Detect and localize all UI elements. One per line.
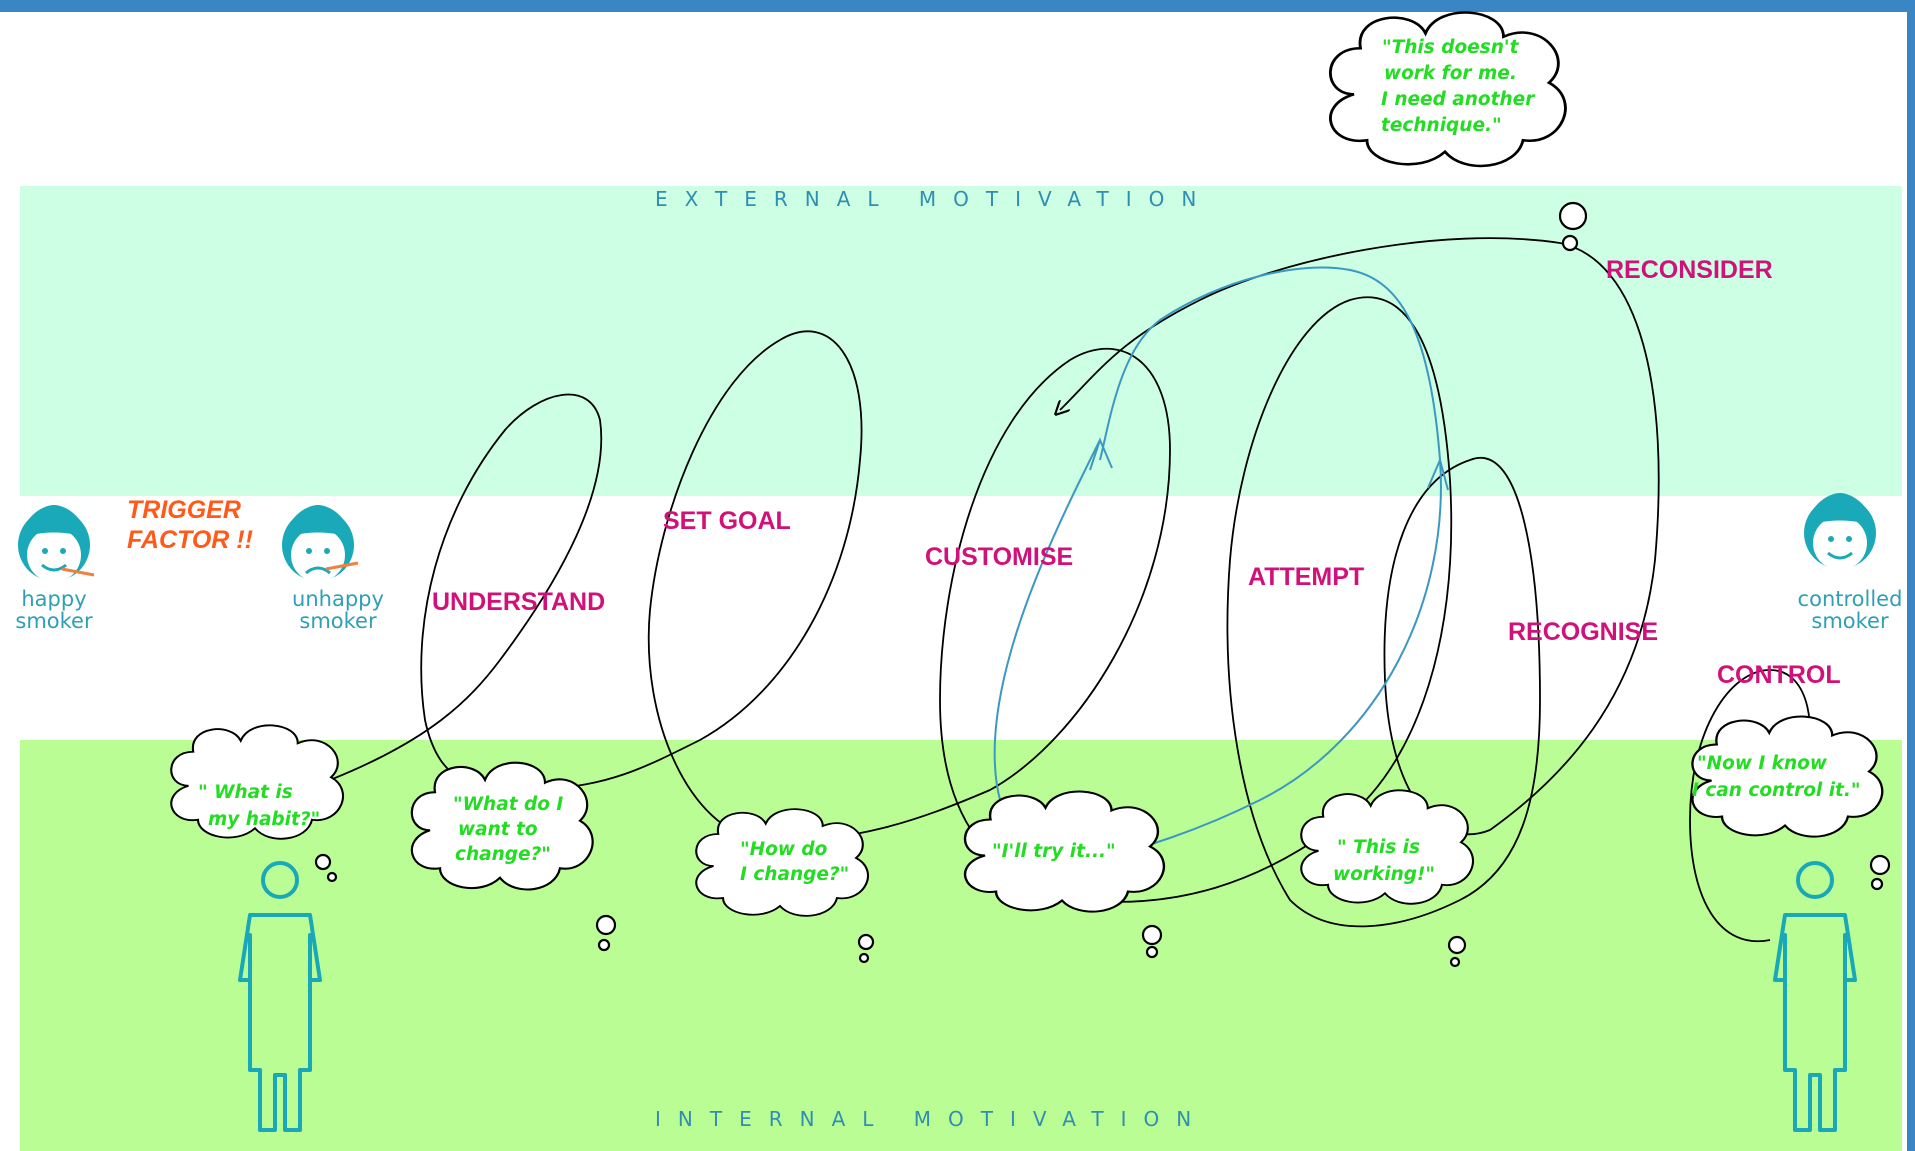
unhappy-smoker-label-line2: smoker: [299, 609, 377, 633]
thought-cloud-try: "I'll try it...": [963, 790, 1166, 959]
thought-change-line2: want to: [458, 819, 538, 840]
thought-working-line2: working!": [1333, 864, 1435, 885]
stage-control: CONTROL: [1717, 661, 1841, 689]
happy-smoker-label-line2: smoker: [15, 609, 93, 633]
thought-control-line2: I can control it.": [1692, 780, 1861, 801]
thought-how-line2: I change?": [740, 864, 849, 885]
thought-reconsider-line2: work for me.: [1384, 63, 1517, 84]
internal-motivation-label: INTERNAL MOTIVATION: [655, 1107, 1208, 1131]
thought-cloud-control: "Now I know I can control it.": [1691, 715, 1891, 891]
unhappy-smoker-face-icon: [282, 505, 359, 582]
retry-loop: [993, 266, 1449, 863]
trigger-factor-line2: FACTOR !!: [127, 526, 253, 554]
thought-cloud-change: "What do I want to change?": [410, 761, 617, 952]
happy-smoker-label-line1: happy: [21, 587, 86, 611]
thought-working-line1: " This is: [1337, 837, 1420, 858]
stage-understand: UNDERSTAND: [432, 588, 605, 616]
thought-cloud-reconsider: "This doesn't work for me. I need anothe…: [1328, 11, 1588, 252]
thought-habit-line2: my habit?": [208, 809, 320, 830]
thought-change-line1: "What do I: [453, 794, 563, 815]
thought-control-line1: "Now I know: [1697, 753, 1828, 774]
stage-reconsider: RECONSIDER: [1606, 256, 1773, 284]
controlled-smoker-face-icon: [1804, 493, 1876, 570]
stage-attempt: ATTEMPT: [1248, 563, 1364, 591]
top-frame-bar: [0, 0, 1915, 12]
thought-cloud-working: " This is working!": [1300, 789, 1475, 968]
external-motivation-label: EXTERNAL MOTIVATION: [655, 187, 1213, 211]
controlled-smoker-label-line1: controlled: [1798, 587, 1903, 611]
stage-set-goal: SET GOAL: [663, 507, 791, 535]
thought-change-line3: change?": [455, 844, 551, 865]
thought-reconsider-line3: I need another: [1381, 89, 1536, 110]
thought-cloud-habit: " What is my habit?": [170, 724, 345, 883]
right-person-figure-icon: [1773, 861, 1857, 1132]
thought-reconsider-line1: "This doesn't: [1382, 37, 1520, 58]
thought-habit-line1: " What is: [198, 782, 293, 803]
external-motivation-band: [20, 186, 1902, 496]
trigger-factor-line1: TRIGGER: [127, 496, 241, 524]
thought-how-line1: "How do: [740, 839, 828, 860]
unhappy-smoker-label-line1: unhappy: [292, 587, 384, 611]
happy-smoker-face-icon: [18, 505, 95, 582]
controlled-smoker-label-line2: smoker: [1811, 609, 1889, 633]
stage-recognise: RECOGNISE: [1508, 618, 1658, 646]
thought-cloud-how: "How do I change?": [695, 808, 875, 964]
left-person-figure-icon: [238, 861, 322, 1132]
thought-reconsider-line4: technique.": [1381, 115, 1502, 136]
stage-customise: CUSTOMISE: [925, 543, 1073, 571]
right-frame-bar: [1907, 0, 1915, 1151]
thought-try-line1: "I'll try it...": [992, 841, 1116, 862]
